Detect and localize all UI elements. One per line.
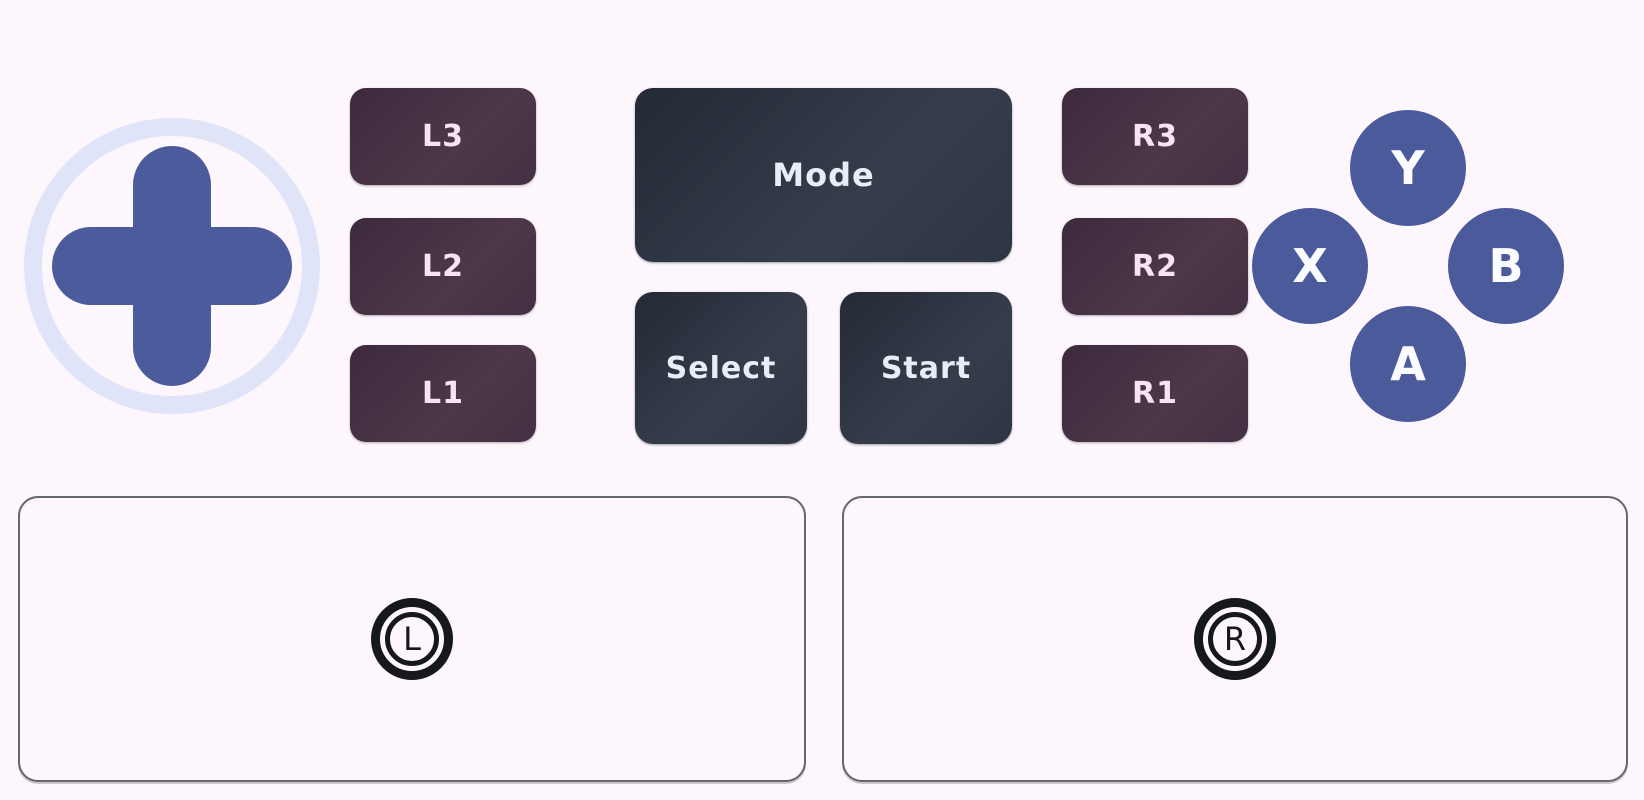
button-start[interactable]: Start [840,292,1012,444]
button-mode[interactable]: Mode [635,88,1012,262]
left-stick-icon: L [371,598,453,680]
dpad-horizontal-bar[interactable] [52,227,292,305]
button-y[interactable]: Y [1350,110,1466,226]
button-x[interactable]: X [1252,208,1368,324]
button-r2[interactable]: R2 [1062,218,1248,315]
right-stick-label: R [1223,620,1247,658]
right-stick-panel[interactable]: R [842,496,1628,782]
button-r1[interactable]: R1 [1062,345,1248,442]
button-a[interactable]: A [1350,306,1466,422]
left-stick-panel[interactable]: L [18,496,806,782]
left-stick-label: L [403,620,421,658]
right-stick-icon: R [1194,598,1276,680]
right-stick-icon-inner-ring: R [1208,612,1262,666]
left-stick-icon-inner-ring: L [385,612,439,666]
button-l2[interactable]: L2 [350,218,536,315]
button-r3[interactable]: R3 [1062,88,1248,185]
button-l1[interactable]: L1 [350,345,536,442]
button-select[interactable]: Select [635,292,807,444]
button-b[interactable]: B [1448,208,1564,324]
button-l3[interactable]: L3 [350,88,536,185]
